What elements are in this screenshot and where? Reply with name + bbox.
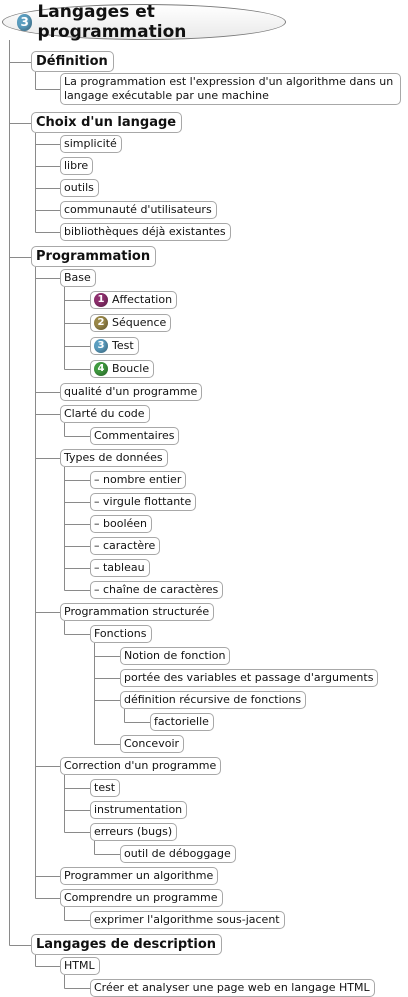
node-fonctions[interactable]: Fonctions bbox=[90, 625, 152, 643]
node-creer[interactable]: Créer et analyser une page web en langag… bbox=[90, 979, 375, 997]
node-label: portée des variables et passage d'argume… bbox=[124, 671, 374, 684]
node-concevoir[interactable]: Concevoir bbox=[120, 735, 185, 753]
node-boucle[interactable]: 4 Boucle bbox=[90, 360, 155, 378]
node-definition[interactable]: Définition bbox=[31, 51, 114, 72]
node-communaute[interactable]: communauté d'utilisateurs bbox=[60, 201, 217, 219]
node-label: qualité d'un programme bbox=[64, 385, 198, 398]
node-label: Programmation structurée bbox=[64, 605, 210, 618]
node-clarte[interactable]: Clarté du code bbox=[60, 405, 150, 423]
node-erreurs[interactable]: erreurs (bugs) bbox=[90, 823, 178, 841]
priority-3-icon: 3 bbox=[94, 339, 108, 353]
node-label: Concevoir bbox=[124, 737, 180, 750]
node-label: – nombre entier bbox=[94, 473, 182, 486]
node-description[interactable]: Langages de description bbox=[31, 934, 223, 955]
node-label: Commentaires bbox=[94, 429, 175, 442]
node-commentaires[interactable]: Commentaires bbox=[90, 427, 180, 445]
node-label: test bbox=[94, 781, 116, 794]
node-booleen[interactable]: – booléen bbox=[90, 515, 153, 533]
node-qualite[interactable]: qualité d'un programme bbox=[60, 383, 203, 401]
node-base[interactable]: Base bbox=[60, 269, 96, 287]
node-label: outils bbox=[64, 181, 94, 194]
node-instrumentation[interactable]: instrumentation bbox=[90, 801, 188, 819]
node-label: factorielle bbox=[154, 715, 209, 728]
node-test-base[interactable]: 3 Test bbox=[90, 337, 139, 355]
priority-2-icon: 2 bbox=[94, 316, 108, 330]
node-notion[interactable]: Notion de fonction bbox=[120, 647, 231, 665]
node-choix[interactable]: Choix d'un langage bbox=[31, 112, 183, 133]
node-outils[interactable]: outils bbox=[60, 179, 99, 197]
node-chaine[interactable]: – chaîne de caractères bbox=[90, 581, 224, 599]
node-tableau[interactable]: – tableau bbox=[90, 559, 150, 577]
node-bibliotheques[interactable]: bibliothèques déjà existantes bbox=[60, 223, 231, 241]
node-label: Comprendre un programme bbox=[64, 891, 218, 904]
node-label: Créer et analyser une page web en langag… bbox=[94, 981, 370, 994]
node-libre[interactable]: libre bbox=[60, 157, 94, 175]
node-label: libre bbox=[64, 159, 89, 172]
node-label: – tableau bbox=[94, 561, 145, 574]
node-caractere[interactable]: – caractère bbox=[90, 537, 161, 555]
node-label: Définition bbox=[36, 54, 108, 69]
node-html[interactable]: HTML bbox=[60, 957, 100, 975]
node-label: – chaîne de caractères bbox=[94, 583, 219, 596]
node-programmer[interactable]: Programmer un algorithme bbox=[60, 867, 219, 885]
node-label: Fonctions bbox=[94, 627, 147, 640]
node-structuree[interactable]: Programmation structurée bbox=[60, 603, 215, 621]
node-virgule[interactable]: – virgule flottante bbox=[90, 493, 197, 511]
node-simplicite[interactable]: simplicité bbox=[60, 135, 122, 153]
node-definition-text[interactable]: La programmation est l'expression d'un a… bbox=[60, 73, 401, 105]
node-label: Langages de description bbox=[36, 937, 217, 952]
node-label: Clarté du code bbox=[64, 407, 145, 420]
node-exprimer[interactable]: exprimer l'algorithme sous-jacent bbox=[90, 911, 285, 929]
node-programmation[interactable]: Programmation bbox=[31, 246, 157, 267]
node-label: Séquence bbox=[112, 316, 167, 329]
node-label: simplicité bbox=[64, 137, 117, 150]
priority-3-icon: 3 bbox=[17, 13, 33, 31]
node-label: – virgule flottante bbox=[94, 495, 192, 508]
node-label: Base bbox=[64, 271, 91, 284]
node-label: – caractère bbox=[94, 539, 156, 552]
node-label: outil de déboggage bbox=[124, 847, 231, 860]
node-factorielle[interactable]: factorielle bbox=[150, 713, 214, 731]
node-label: instrumentation bbox=[94, 803, 183, 816]
node-comprendre[interactable]: Comprendre un programme bbox=[60, 889, 223, 907]
node-entier[interactable]: – nombre entier bbox=[90, 471, 187, 489]
root-node[interactable]: 3 Langages et programmation bbox=[2, 2, 286, 42]
node-label: Choix d'un langage bbox=[36, 115, 177, 130]
node-label: HTML bbox=[64, 959, 95, 972]
node-label: Programmer un algorithme bbox=[64, 869, 214, 882]
node-label: – booléen bbox=[94, 517, 148, 530]
node-label: Programmation bbox=[36, 249, 151, 264]
node-label: communauté d'utilisateurs bbox=[64, 203, 212, 216]
node-debogage[interactable]: outil de déboggage bbox=[120, 845, 236, 863]
node-label: bibliothèques déjà existantes bbox=[64, 225, 226, 238]
node-label: La programmation est l'expression d'un a… bbox=[64, 75, 394, 102]
node-label: Notion de fonction bbox=[124, 649, 226, 662]
priority-4-icon: 4 bbox=[94, 362, 108, 376]
node-affectation[interactable]: 1 Affectation bbox=[90, 291, 178, 309]
node-label: Test bbox=[112, 339, 134, 352]
node-portee[interactable]: portée des variables et passage d'argume… bbox=[120, 669, 379, 687]
node-label: exprimer l'algorithme sous-jacent bbox=[94, 913, 280, 926]
node-label: définition récursive de fonctions bbox=[124, 693, 302, 706]
node-label: Boucle bbox=[112, 362, 150, 375]
priority-1-icon: 1 bbox=[94, 293, 108, 307]
node-types[interactable]: Types de données bbox=[60, 449, 168, 467]
node-label: Correction d'un programme bbox=[64, 759, 217, 772]
node-correction[interactable]: Correction d'un programme bbox=[60, 757, 222, 775]
node-label: Types de données bbox=[64, 451, 163, 464]
root-title: Langages et programmation bbox=[37, 2, 187, 42]
node-test[interactable]: test bbox=[90, 779, 121, 797]
node-sequence[interactable]: 2 Séquence bbox=[90, 314, 172, 332]
node-label: erreurs (bugs) bbox=[94, 825, 173, 838]
node-recursive[interactable]: définition récursive de fonctions bbox=[120, 691, 307, 709]
node-label: Affectation bbox=[112, 293, 173, 306]
